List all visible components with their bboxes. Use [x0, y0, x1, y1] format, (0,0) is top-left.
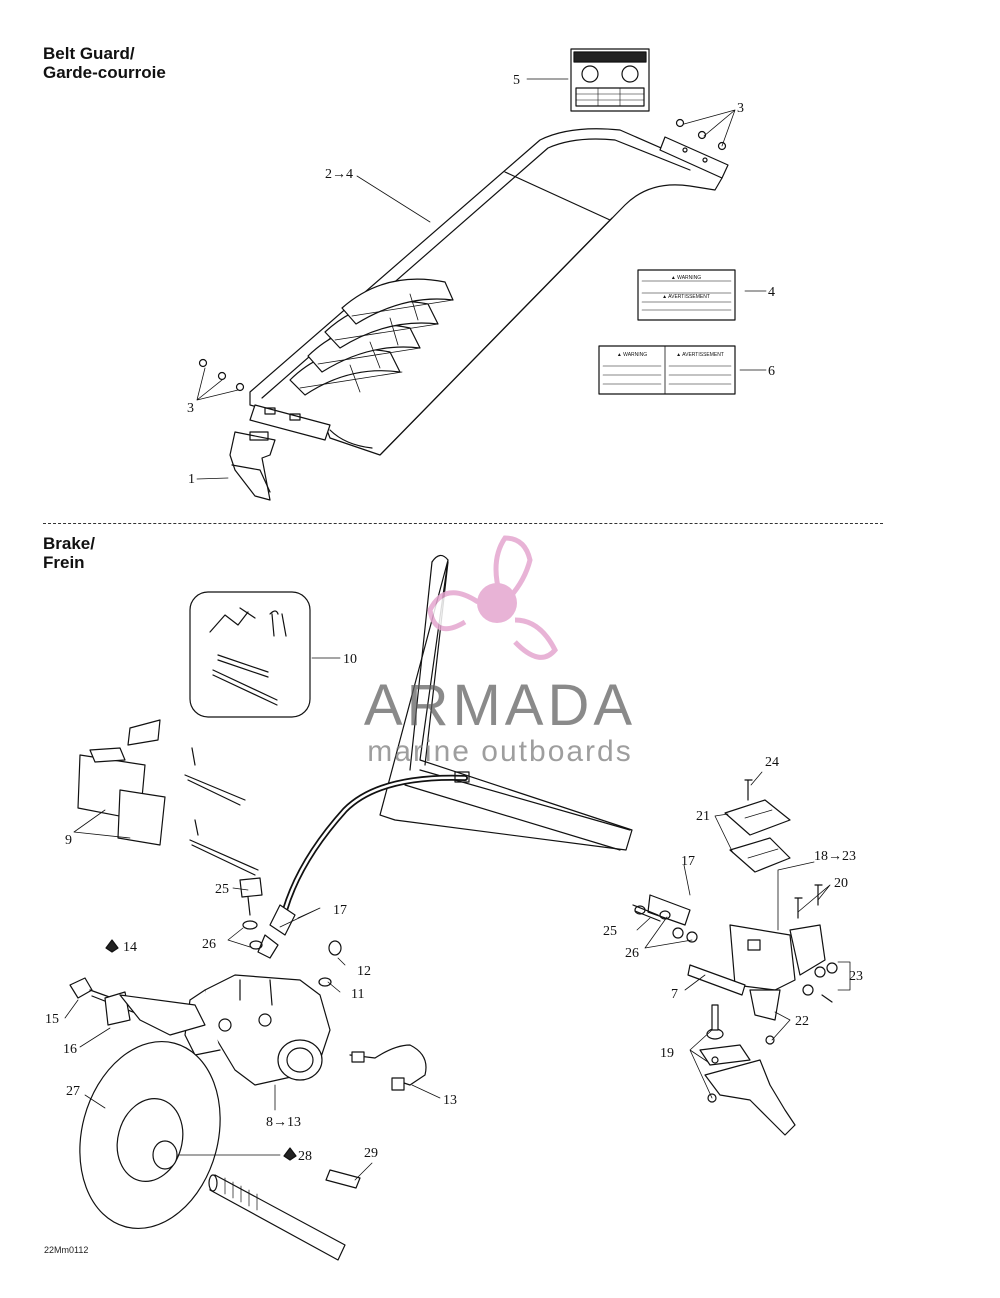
callout-21: 21	[696, 809, 710, 824]
section-divider	[43, 523, 883, 524]
brake-section-title: Brake/ Frein	[43, 534, 95, 572]
callout-27: 27	[66, 1084, 80, 1099]
propeller-icon	[427, 535, 558, 660]
decal-5	[570, 48, 650, 112]
decal-4-heading-1: ▲ WARNING	[671, 275, 701, 281]
callout-26a: 26	[202, 937, 216, 952]
callout-23: 23	[849, 969, 863, 984]
callout-3b: 3	[737, 101, 744, 116]
belt-guard-rear-tab	[659, 136, 729, 179]
watermark-tagline: marine outboards	[367, 735, 633, 768]
callout-14: 14	[123, 940, 137, 955]
callout-25b: 25	[603, 924, 617, 939]
decal-6-heading-1: ▲ WARNING	[617, 352, 647, 358]
belt-guard-leaders	[196, 78, 767, 480]
callout-5: 5	[513, 73, 520, 88]
callout-13: 13	[443, 1093, 457, 1108]
warning-decal-4	[637, 269, 736, 321]
callout-18-23: 18→23	[814, 849, 856, 864]
retaining-nuts	[198, 118, 727, 392]
callout-17a: 17	[333, 903, 347, 918]
callout-10: 10	[343, 652, 357, 667]
watermark-brand: ARMADA	[363, 673, 637, 738]
callout-4: 4	[768, 285, 775, 300]
callout-11: 11	[351, 987, 364, 1002]
brake-lever	[699, 1004, 796, 1136]
callout-20: 20	[834, 876, 848, 891]
brake-hose	[257, 771, 470, 959]
belt-guard-bracket	[229, 431, 276, 501]
kit-10-box	[189, 591, 311, 718]
callout-22: 22	[795, 1014, 809, 1029]
master-cylinder	[632, 799, 826, 1021]
belt-guard-title-line1: Belt Guard/	[43, 44, 135, 63]
callout-9: 9	[65, 833, 72, 848]
belt-guard-front-tab	[249, 404, 331, 441]
callout-12: 12	[357, 964, 371, 979]
decal-6-heading-2: ▲ AVERTISSEMENT	[676, 352, 724, 358]
decal-4-heading-2: ▲ AVERTISSEMENT	[662, 294, 710, 300]
callout-25a: 25	[215, 882, 229, 897]
callout-7: 7	[671, 987, 678, 1002]
brake-pads-9	[77, 719, 259, 876]
callout-8-13: 8→13	[266, 1115, 301, 1130]
belt-guard-section-title: Belt Guard/ Garde-courroie	[43, 44, 166, 82]
callout-29: 29	[364, 1146, 378, 1161]
brake-leaders	[64, 657, 851, 1181]
brake-line-13	[349, 1044, 427, 1091]
callout-15: 15	[45, 1012, 59, 1027]
shaft	[208, 1169, 361, 1261]
callout-28: 28	[298, 1149, 312, 1164]
caliper	[184, 940, 342, 1086]
brake-title-line1: Brake/	[43, 534, 95, 553]
warning-decal-6	[598, 345, 736, 395]
callout-26b: 26	[625, 946, 639, 961]
callout-3a: 3	[187, 401, 194, 416]
brake-disc	[79, 1040, 221, 1230]
belt-guard	[249, 128, 729, 456]
callout-2-4: 2→4	[325, 167, 353, 182]
figure-code: 22Mm0112	[44, 1245, 88, 1255]
callout-24: 24	[765, 755, 779, 770]
belt-guard-title-line2: Garde-courroie	[43, 63, 166, 82]
callouts: 1 2→4 3 3 4 5 6 10 9 17 17 25 25 26 26 1…	[44, 73, 863, 1255]
callout-16: 16	[63, 1042, 77, 1057]
belt-guard-vents	[289, 278, 454, 396]
brake-title-line2: Frein	[43, 553, 85, 572]
bolt-and-spacer	[69, 977, 206, 1036]
callout-1: 1	[188, 472, 195, 487]
callout-6: 6	[768, 364, 775, 379]
callout-17b: 17	[681, 854, 695, 869]
callout-19: 19	[660, 1046, 674, 1061]
